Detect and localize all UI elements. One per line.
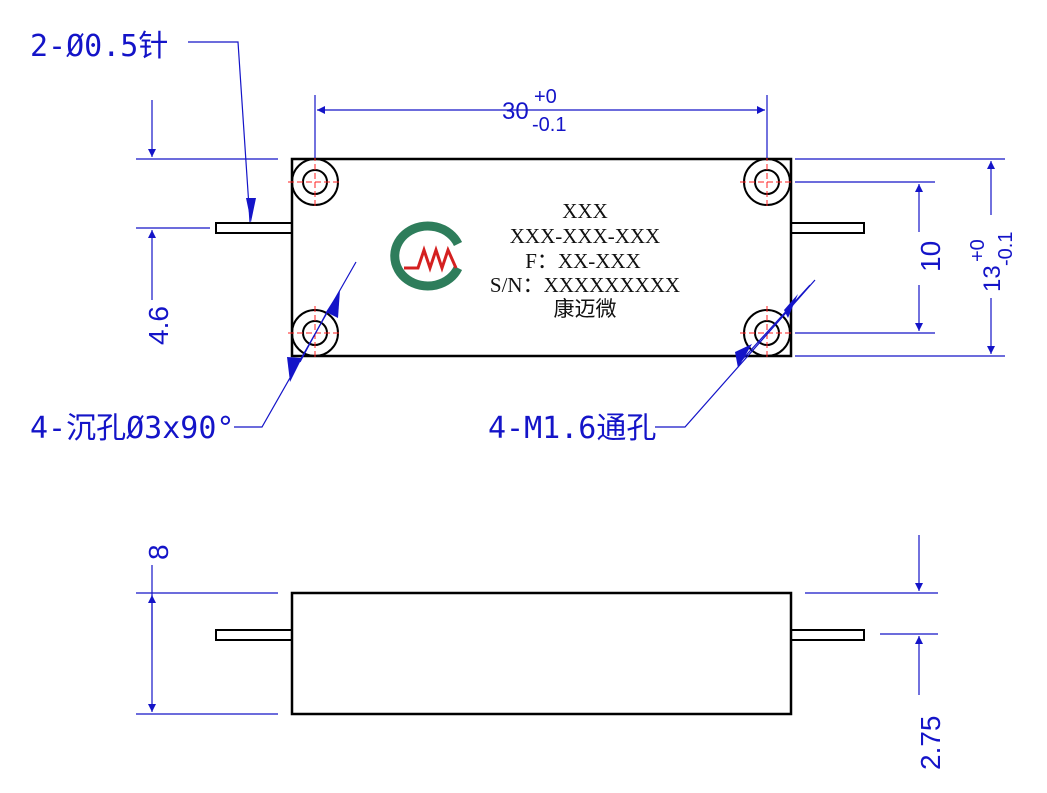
label-line-5: 康迈微: [554, 297, 617, 321]
dim-pin-height-value: 4.6: [143, 306, 174, 345]
side-view: [215, 591, 865, 716]
callout-pins: 2-Ø0.5针: [30, 29, 256, 223]
dim-hole-spacing: 10: [795, 181, 946, 334]
cmw-logo-icon: [390, 221, 463, 291]
dim-side-pin-offset: 2.75: [805, 535, 946, 770]
dim-length-tol-lower: -0.1: [532, 114, 566, 136]
left-pin: [215, 222, 293, 234]
dim-body-height: 8: [136, 544, 278, 715]
dim-length-tol-upper: +0: [534, 86, 557, 108]
callout-countersink-text: 4-沉孔Ø3x90°: [30, 411, 235, 446]
callout-through-holes-text: 4-M1.6通孔: [488, 411, 656, 446]
side-view-body: [290, 591, 793, 716]
label-line-3: F：XX-XXX: [525, 249, 641, 273]
top-view-body: [290, 157, 793, 358]
dim-side-pin-offset-value: 2.75: [915, 716, 946, 771]
hole-top-left: [288, 155, 342, 209]
dim-width-value: 13: [979, 265, 1006, 292]
callout-pins-text: 2-Ø0.5针: [30, 29, 168, 64]
right-pin: [790, 222, 865, 234]
side-right-pin: [790, 629, 865, 641]
callout-through-holes: 4-M1.6通孔: [488, 279, 816, 446]
label-line-2: XXX-XXX-XXX: [510, 224, 660, 248]
dim-body-height-value: 8: [143, 544, 174, 560]
label-line-1: XXX: [562, 199, 608, 223]
dim-width-tol-lower: -0.1: [995, 232, 1017, 266]
dim-width-tol-upper: +0: [967, 239, 989, 262]
dim-length: 30 +0 -0.1: [314, 86, 768, 158]
hole-bottom-right: [740, 306, 794, 360]
label-line-4: S/N：XXXXXXXXX: [490, 273, 680, 297]
side-left-pin: [215, 629, 293, 641]
dim-width: 13 +0 -0.1: [795, 158, 1017, 357]
callout-countersink: 4-沉孔Ø3x90°: [30, 261, 357, 446]
dim-length-value: 30: [502, 98, 529, 125]
dim-hole-spacing-value: 10: [915, 241, 946, 272]
hole-top-right: [740, 155, 794, 209]
top-view: XXX XXX-XXX-XXX F：XX-XXX S/N：XXXXXXXXX 康…: [215, 155, 865, 360]
dim-pin-height: 4.6: [136, 100, 278, 345]
